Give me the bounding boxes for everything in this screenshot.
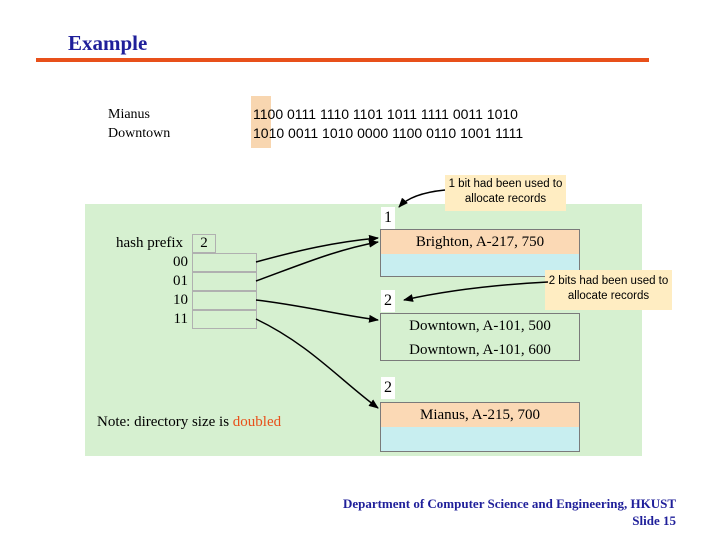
global-depth: 2 (192, 234, 216, 253)
arrow-dir-01-to-bucket-1 (255, 239, 379, 282)
directory-size-note-highlight: doubled (232, 414, 282, 430)
prefix-bits-highlight (251, 96, 271, 148)
dir-entry-label-01: 01 (173, 273, 188, 289)
bucket-2-local-depth: 2 (381, 290, 395, 312)
bucket-1-record-1: Brighton, A-217, 750 (381, 230, 579, 254)
title-underline (36, 58, 649, 62)
arrow-note-to-depth-2 (403, 281, 549, 302)
bucket-2: Downtown, A-101, 500 Downtown, A-101, 60… (380, 313, 580, 361)
dir-entry-label-11: 11 (173, 311, 188, 327)
directory-size-note: Note: directory size is doubled (97, 413, 281, 432)
bucket-1-local-depth: 1 (381, 207, 395, 229)
key-name-mianus: Mianus (108, 107, 150, 122)
dir-entry-label-00: 00 (173, 254, 188, 270)
directory-size-note-text: Note: directory size is (97, 414, 233, 430)
key-bits-mianus: 1100 0111 1110 1101 1011 1111 0011 1010 (253, 106, 518, 122)
slide-title: Example (68, 31, 148, 55)
arrow-note-to-depth-1 (398, 189, 446, 208)
bucket-2-record-2: Downtown, A-101, 600 (409, 342, 551, 358)
footer-slide-number: Slide 15 (632, 513, 676, 528)
bucket-1: Brighton, A-217, 750 (380, 229, 580, 277)
note-one-bit: 1 bit had been used to allocate records (445, 175, 566, 211)
bucket-3-record-1: Mianus, A-215, 700 (381, 403, 579, 427)
bucket-3-local-depth: 2 (381, 377, 395, 399)
hash-prefix-label: hash prefix (116, 235, 184, 251)
arrow-dir-11-to-bucket-3 (255, 318, 379, 409)
arrow-dir-10-to-bucket-2 (255, 299, 379, 323)
key-bits-downtown: 1010 0011 1010 0000 1100 0110 1001 1111 (253, 125, 524, 141)
footer-department: Department of Computer Science and Engin… (342, 496, 676, 511)
arrow-dir-00-to-bucket-1 (255, 234, 379, 263)
bucket-2-record-1: Downtown, A-101, 500 (409, 318, 551, 334)
dir-entry-label-10: 10 (173, 292, 188, 308)
slide-footer: Department of Computer Science and Engin… (343, 495, 676, 529)
note-two-bits: 2 bits had been used to allocate records (545, 270, 672, 310)
key-name-downtown: Downtown (108, 126, 171, 141)
bucket-3: Mianus, A-215, 700 (380, 402, 580, 452)
